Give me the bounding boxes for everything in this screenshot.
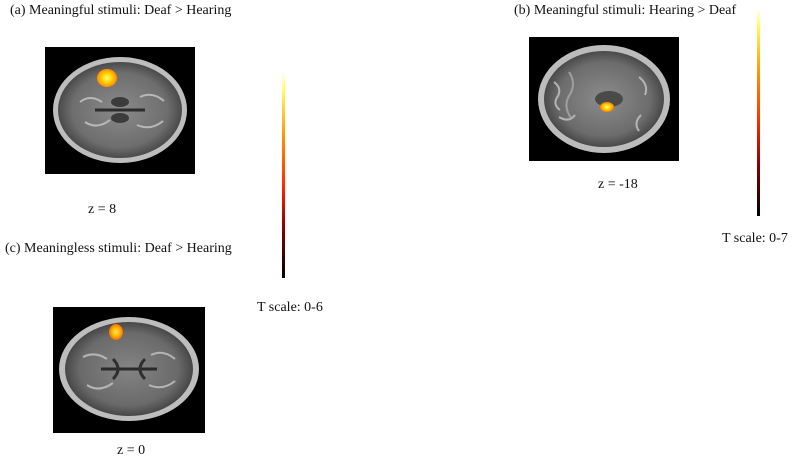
- colorbar-2-label: T scale: 0-7: [722, 231, 788, 246]
- panel-b-axial-slice: [529, 37, 679, 161]
- brain-slice-image-a: [53, 57, 187, 163]
- panel-c-z-label: z = 0: [117, 443, 146, 458]
- colorbar-t-scale-0-7: [757, 8, 760, 216]
- panel-a-axial-slice: [45, 47, 195, 174]
- activation-blob-c: [109, 324, 123, 340]
- panel-a-z-label: z = 8: [88, 202, 117, 217]
- activation-blob-a: [97, 69, 117, 87]
- panel-a-title: (a) Meaningful stimuli: Deaf > Hearing: [10, 3, 232, 18]
- activation-blob-b: [600, 102, 614, 112]
- panel-b-title: (b) Meaningful stimuli: Hearing > Deaf: [514, 3, 737, 18]
- colorbar-1-label: T scale: 0-6: [257, 300, 323, 315]
- brain-slice-image-b: [538, 45, 670, 153]
- panel-c-title: (c) Meaningless stimuli: Deaf > Hearing: [5, 241, 232, 256]
- brain-slice-image-c: [59, 317, 199, 421]
- panel-b-z-label: z = -18: [598, 177, 638, 192]
- colorbar-t-scale-0-6: [282, 73, 285, 278]
- panel-c-axial-slice: [53, 307, 205, 433]
